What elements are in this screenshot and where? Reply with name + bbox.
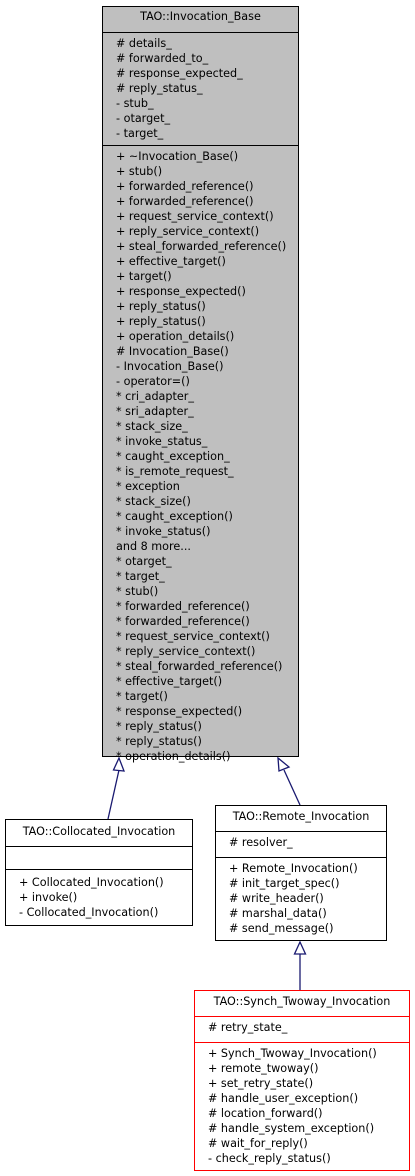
class-member[interactable]: # Invocation_Base() [116, 345, 229, 358]
methods-section: + Collocated_Invocation() + invoke() - Col… [6, 869, 192, 922]
class-member[interactable]: + set_retry_state() [208, 1077, 314, 1090]
class-member[interactable]: + steal_forwarded_reference() [116, 240, 287, 253]
class-member[interactable]: * operation_details() [116, 750, 231, 763]
class-member[interactable]: * otarget_ [116, 555, 172, 568]
class-attribute[interactable]: # resolver_ [229, 836, 293, 849]
class-attribute[interactable]: # retry_state_ [208, 1021, 288, 1034]
class-member[interactable]: * invoke_status_ [116, 435, 208, 448]
class-member[interactable]: + stub() [116, 165, 163, 178]
class-member[interactable]: * stack_size_ [116, 420, 188, 433]
class-member[interactable]: * reply_service_context() [116, 645, 256, 658]
class-attribute[interactable]: # reply_status_ [116, 82, 203, 95]
class-member[interactable]: # write_header() [229, 892, 324, 905]
class-collocated-invocation[interactable]: TAO::Collocated_Invocation + Collocated_… [5, 819, 193, 926]
class-member[interactable]: * invoke_status() [116, 525, 211, 538]
edge-remote-to-base [283, 769, 301, 806]
methods-section: + Synch_Twoway_Invocation() + remote_twow… [195, 1042, 409, 1168]
class-member[interactable]: * steal_forwarded_reference() [116, 660, 283, 673]
attributes-section [6, 846, 192, 869]
class-member[interactable]: * target_ [116, 570, 165, 583]
class-member[interactable]: + invoke() [19, 891, 78, 904]
class-member[interactable]: * reply_status() [116, 735, 202, 748]
class-member[interactable]: + reply_service_context() [116, 225, 260, 238]
class-attribute[interactable]: - otarget_ [116, 112, 171, 125]
methods-section: + ~Invocation_Base() + stub() + forwarded_… [103, 145, 298, 766]
class-title: TAO::Synch_Twoway_Invocation [213, 995, 391, 1008]
class-member[interactable]: and 8 more... [116, 540, 191, 553]
class-member[interactable]: * sri_adapter_ [116, 405, 194, 418]
attributes-section: # resolver_ [216, 831, 386, 857]
class-member[interactable]: * caught_exception_ [116, 450, 230, 463]
arrowhead-synch-remote [293, 940, 307, 955]
arrowhead-collocated-base [112, 756, 125, 772]
class-attribute[interactable]: - stub_ [116, 97, 154, 110]
class-member[interactable]: + reply_status() [116, 315, 206, 328]
attributes-section: # retry_state_ [195, 1016, 409, 1042]
class-member[interactable]: * reply_status() [116, 720, 202, 733]
class-attribute[interactable]: # response_expected_ [116, 67, 243, 80]
class-member[interactable]: # handle_system_exception() [208, 1122, 375, 1135]
class-remote-invocation[interactable]: TAO::Remote_Invocation # resolver_ + Rem… [215, 805, 387, 941]
class-attribute[interactable]: # forwarded_to_ [116, 52, 209, 65]
class-member[interactable]: + target() [116, 270, 172, 283]
class-member[interactable]: - Invocation_Base() [116, 360, 224, 373]
class-title: TAO::Collocated_Invocation [22, 825, 176, 838]
class-member[interactable]: + Remote_Invocation() [229, 862, 358, 875]
class-member[interactable]: + forwarded_reference() [116, 180, 254, 193]
class-member[interactable]: # handle_user_exception() [208, 1092, 359, 1105]
class-member[interactable]: + remote_twoway() [208, 1062, 319, 1075]
class-member[interactable]: # send_message() [229, 922, 334, 935]
class-title: TAO::Remote_Invocation [232, 810, 370, 823]
class-member[interactable]: + request_service_context() [116, 210, 274, 223]
class-member[interactable]: + operation_details() [116, 330, 235, 343]
class-synch-twoway-invocation[interactable]: TAO::Synch_Twoway_Invocation # retry_sta… [194, 990, 410, 1171]
class-member[interactable]: + Synch_Twoway_Invocation() [208, 1047, 377, 1060]
class-member[interactable]: + Collocated_Invocation() [19, 876, 164, 889]
class-member[interactable]: * forwarded_reference() [116, 615, 250, 628]
class-attribute[interactable]: - target_ [116, 127, 164, 140]
class-member[interactable]: * stack_size() [116, 495, 191, 508]
class-member[interactable]: * exception [116, 480, 180, 493]
methods-section: + Remote_Invocation() # init_target_spec(… [216, 857, 386, 938]
class-member[interactable]: * caught_exception() [116, 510, 233, 523]
class-member[interactable]: + effective_target() [116, 255, 226, 268]
attributes-section: # details_ # forwarded_to_ # response_expe… [103, 32, 298, 145]
class-member[interactable]: * response_expected() [116, 705, 243, 718]
class-member[interactable]: * effective_target() [116, 675, 223, 688]
class-invocation-base[interactable]: TAO::Invocation_Base # details_# forward… [102, 6, 299, 763]
class-member[interactable]: * target() [116, 690, 168, 703]
class-member[interactable]: + response_expected() [116, 285, 246, 298]
class-attribute[interactable]: # details_ [116, 37, 172, 50]
class-member[interactable]: + forwarded_reference() [116, 195, 254, 208]
class-member[interactable]: # marshal_data() [229, 907, 327, 920]
class-member[interactable]: - operator=() [116, 375, 190, 388]
class-member[interactable]: # init_target_spec() [229, 877, 340, 890]
class-member[interactable]: * forwarded_reference() [116, 600, 250, 613]
class-member[interactable]: * request_service_context() [116, 630, 270, 643]
arrowhead-remote-base [277, 756, 291, 772]
class-member[interactable]: * stub() [116, 585, 159, 598]
class-member[interactable]: - Collocated_Invocation() [19, 906, 159, 919]
class-member[interactable]: + reply_status() [116, 300, 206, 313]
class-member[interactable]: # wait_for_reply() [208, 1137, 308, 1150]
edge-collocated-to-base [107, 769, 120, 820]
class-member[interactable]: + ~Invocation_Base() [116, 150, 239, 163]
class-member[interactable]: - check_reply_status() [208, 1152, 331, 1165]
class-member[interactable]: * cri_adapter_ [116, 390, 194, 403]
class-member[interactable]: # location_forward() [208, 1107, 323, 1120]
class-title: TAO::Invocation_Base [140, 10, 261, 23]
class-member[interactable]: * is_remote_request_ [116, 465, 234, 478]
